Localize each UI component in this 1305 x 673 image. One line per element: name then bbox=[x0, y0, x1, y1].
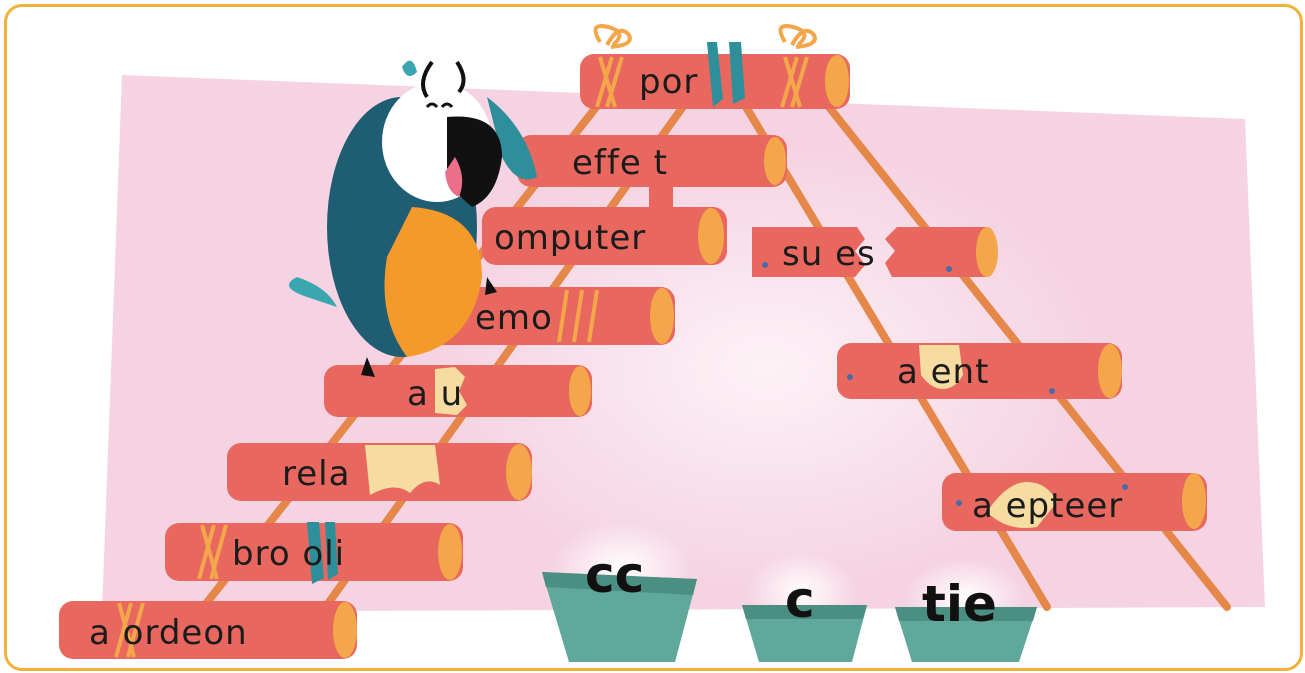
log-rela[interactable]: rela bbox=[227, 443, 532, 501]
log-broli[interactable]: bro oli bbox=[165, 522, 463, 584]
parrot-character bbox=[289, 60, 537, 377]
cup-c[interactable]: c bbox=[742, 552, 867, 662]
cup-tie-label: tie bbox=[922, 575, 997, 633]
log-accent[interactable]: a ent bbox=[837, 343, 1122, 399]
cup-c-label: c bbox=[785, 571, 815, 629]
cup-tie[interactable]: tie bbox=[895, 559, 1037, 662]
log-por[interactable]: por bbox=[580, 24, 850, 109]
cup-cc-label: cc bbox=[585, 546, 644, 604]
game-frame: por effe t omputer emo a u rela bro ol bbox=[4, 4, 1303, 671]
log-accepteer[interactable]: a epteer bbox=[942, 473, 1207, 531]
log-computer-text: omputer bbox=[494, 218, 646, 258]
log-accepteer-text: a epteer bbox=[972, 486, 1123, 526]
log-emo[interactable]: emo bbox=[427, 287, 675, 345]
log-rela-text: rela bbox=[282, 454, 350, 494]
log-au[interactable]: a u bbox=[324, 365, 592, 417]
log-effet-text: effe t bbox=[572, 143, 668, 183]
log-accordeon-text: a ordeon bbox=[89, 613, 248, 653]
log-computer[interactable]: omputer bbox=[482, 207, 727, 265]
log-broli-text: bro oli bbox=[232, 534, 345, 574]
log-au-text: a u bbox=[407, 374, 463, 414]
log-emo-text: emo bbox=[475, 298, 553, 338]
log-accent-text: a ent bbox=[897, 352, 989, 392]
log-effet[interactable]: effe t bbox=[517, 135, 787, 219]
cup-cc[interactable]: cc bbox=[542, 522, 697, 662]
game-scene: por effe t omputer emo a u rela bro ol bbox=[59, 24, 1265, 662]
log-succes[interactable]: su es bbox=[752, 227, 998, 277]
log-por-text: por bbox=[639, 62, 698, 102]
log-succes-text: su es bbox=[782, 234, 876, 274]
log-accordeon[interactable]: a ordeon bbox=[59, 601, 357, 659]
